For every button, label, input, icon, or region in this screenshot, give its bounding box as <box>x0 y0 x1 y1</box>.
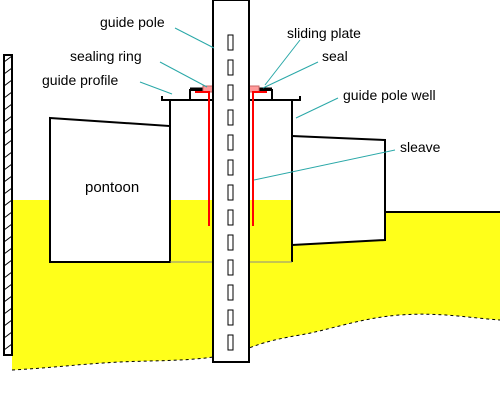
label-guide-profile: guide profile <box>42 72 118 88</box>
tank-wall-hatching <box>3 55 13 351</box>
leader-sealing-ring <box>159 61 208 88</box>
ground-line <box>11 313 500 371</box>
label-guide-pole-well: guide pole well <box>343 87 436 103</box>
pontoon-right <box>291 135 386 246</box>
leader-seal <box>262 61 319 89</box>
liquid-area <box>12 200 500 370</box>
label-sliding-plate: sliding plate <box>287 25 361 41</box>
label-seal: seal <box>322 48 348 64</box>
leader-guide-pole-well <box>295 97 339 119</box>
leader-guide-pole <box>174 27 215 49</box>
label-sealing-ring: sealing ring <box>70 48 142 64</box>
guide-pole-slots <box>227 34 234 351</box>
label-sleave: sleave <box>400 139 441 155</box>
sleave <box>195 91 267 226</box>
guide-pole <box>212 0 250 363</box>
label-pontoon: pontoon <box>85 179 139 196</box>
tank-wall <box>3 54 13 356</box>
label-guide-pole: guide pole <box>100 14 165 30</box>
leader-lines <box>139 27 396 181</box>
leader-sleave <box>253 149 396 181</box>
leader-sliding-plate <box>264 39 301 86</box>
leader-guide-profile <box>139 81 173 95</box>
